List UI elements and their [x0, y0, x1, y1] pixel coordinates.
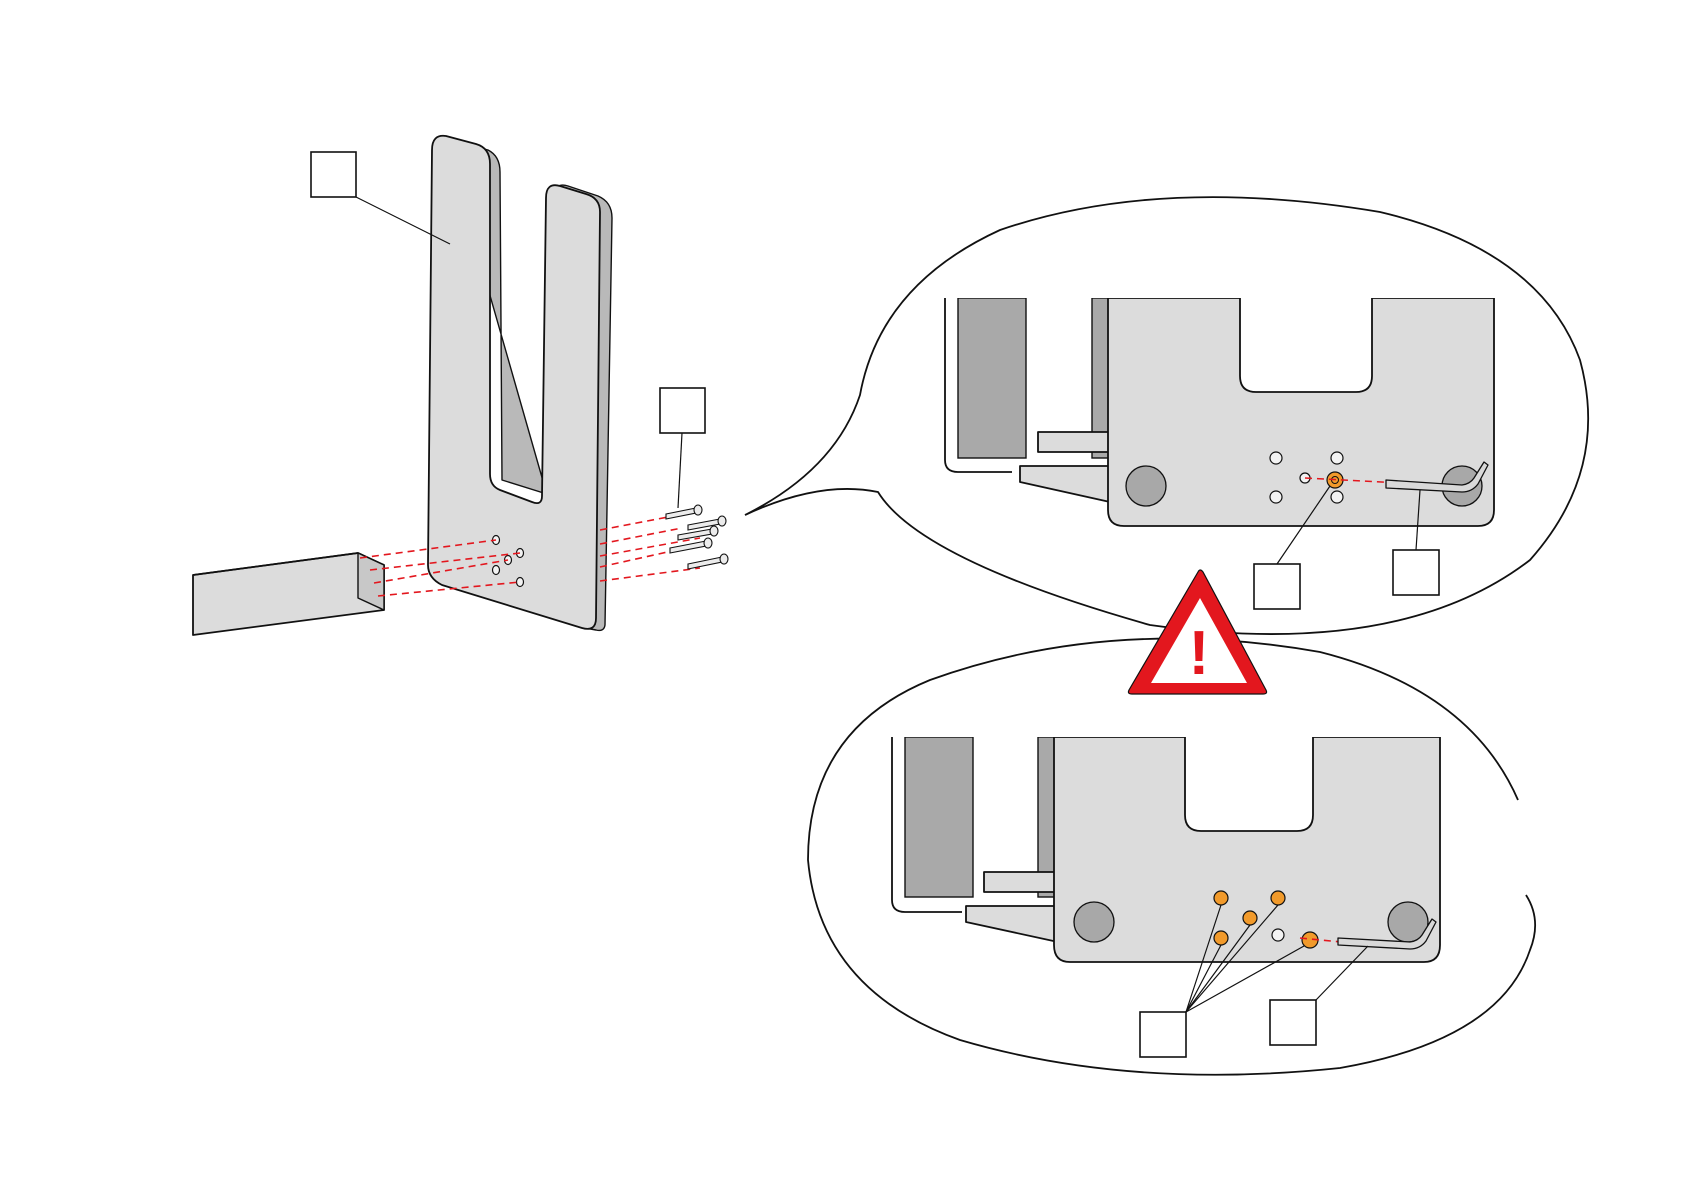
bolt — [670, 538, 712, 553]
highlighted-bolt-head — [1271, 891, 1285, 905]
ref-box-bolt-set — [660, 388, 705, 508]
highlighted-bolt-head — [1243, 911, 1257, 925]
warning-triangle-icon: ! — [1128, 570, 1266, 694]
crossbar-beam — [193, 553, 384, 635]
bolt — [666, 505, 702, 519]
warning-symbol: ! — [1189, 619, 1210, 688]
panel-hole — [517, 578, 524, 587]
highlighted-bolt-head — [1214, 891, 1228, 905]
highlighted-bolt-head — [1214, 931, 1228, 945]
bolt — [688, 554, 728, 569]
magnified-callout-1 — [745, 197, 1588, 634]
bolt-set — [666, 505, 728, 569]
panel-hole — [493, 566, 500, 575]
side-panel — [428, 136, 612, 631]
bolt — [688, 516, 726, 530]
magnified-callout-2 — [808, 639, 1535, 1075]
ref-box-side-panel — [311, 152, 450, 244]
